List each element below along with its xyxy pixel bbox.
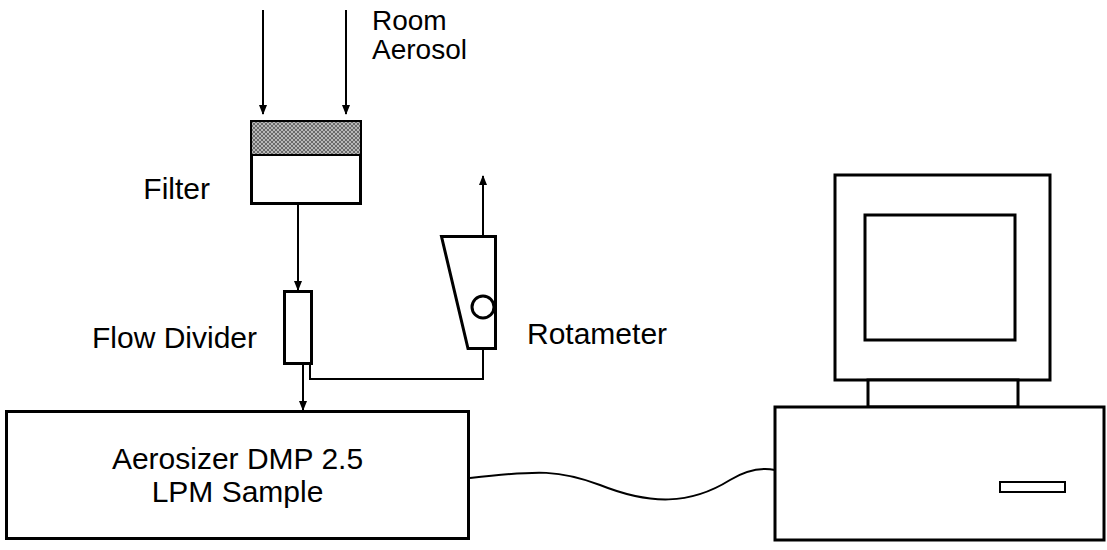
filter-holder	[252, 154, 361, 204]
computer-base	[775, 407, 1104, 540]
float-ball	[472, 296, 494, 318]
inflow-arrow	[262, 10, 264, 114]
filter: Filter	[250, 120, 362, 205]
inlet-label: Room Aerosol	[372, 6, 502, 65]
filter-shape	[250, 120, 362, 205]
part-label: Flow Divider	[92, 321, 257, 354]
instrument-box: Aerosizer DMP 2.5 LPM Sample	[5, 410, 470, 540]
instrument-name: Aerosizer DMP 2.5 LPM Sample	[103, 442, 373, 508]
flow-arrow	[302, 365, 304, 410]
part-label: Filter	[143, 172, 210, 205]
computer	[775, 175, 1104, 540]
inflow-arrow	[345, 10, 347, 114]
part-label: Rotameter	[527, 317, 667, 350]
disk-slot	[1000, 482, 1065, 492]
flow-arrow	[297, 205, 299, 290]
rotameter: Rotameter	[440, 235, 497, 350]
exhaust-arrow	[482, 176, 484, 235]
flow-divider: Flow Divider	[283, 290, 313, 365]
monitor	[835, 175, 1050, 380]
screen	[865, 215, 1015, 340]
monitor-stand	[868, 380, 1018, 407]
rotameter-tube	[440, 235, 497, 350]
data-cable	[470, 469, 775, 499]
bypass-line	[310, 350, 483, 379]
filter-media	[251, 121, 361, 155]
